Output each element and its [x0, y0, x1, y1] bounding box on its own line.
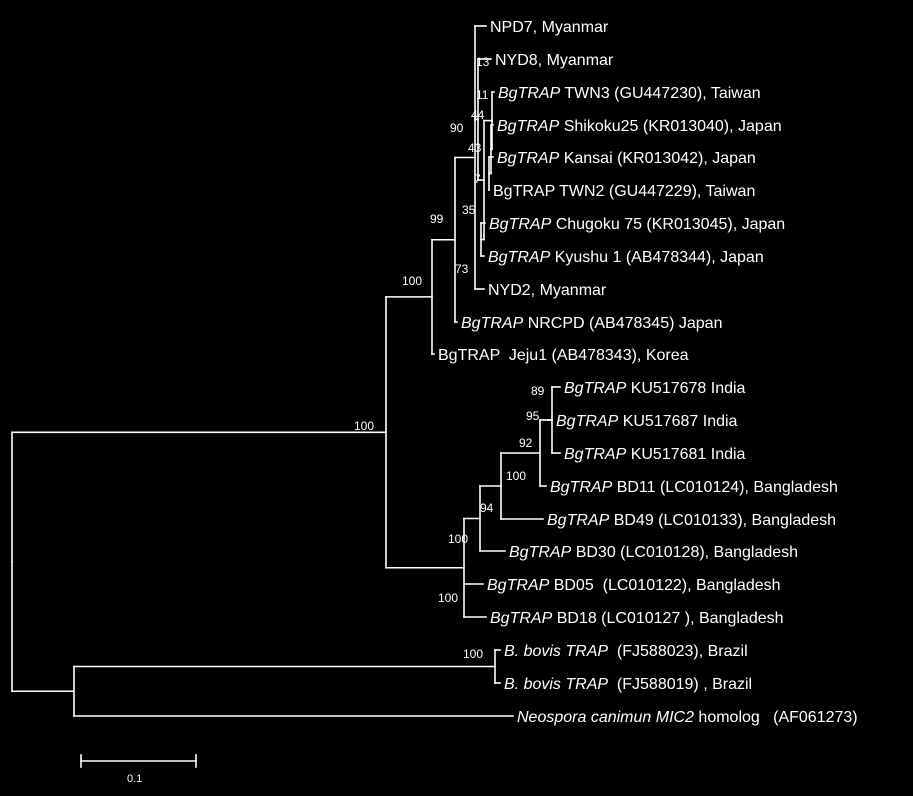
taxon-label-ku517681: BgTRAP KU517681 India [564, 446, 746, 463]
taxon-label-ku517678: BgTRAP KU517678 India [564, 380, 746, 397]
taxon-label-part: BD11 (LC010124), Bangladesh [612, 479, 838, 496]
taxon-label-part: Shikoku25 (KR013040), Japan [559, 118, 781, 135]
taxon-label-part: homolog (AF061273) [694, 709, 858, 726]
taxon-label-part: B. bovis TRAP [504, 676, 608, 693]
taxon-label-nyd2: NYD2, Myanmar [488, 282, 607, 299]
bootstrap-value: 100 [463, 647, 483, 661]
bootstrap-value: 100 [448, 532, 468, 546]
scale-bar-label: 0.1 [127, 773, 142, 785]
taxon-label-kyushu1: BgTRAP Kyushu 1 (AB478344), Japan [488, 249, 764, 266]
taxon-label-bd18: BgTRAP BD18 (LC010127 ), Bangladesh [490, 610, 784, 627]
taxon-label-kansai: BgTRAP Kansai (KR013042), Japan [497, 150, 756, 167]
taxon-label-part: BD30 (LC010128), Bangladesh [571, 544, 798, 561]
taxon-label-part: BD18 (LC010127 ), Bangladesh [552, 610, 783, 627]
taxon-label-part: BgTRAP [461, 315, 524, 332]
taxon-label-part: BgTRAP [509, 544, 572, 561]
taxon-label-neospora: Neospora canimun MIC2 homolog (AF061273) [517, 709, 858, 726]
bootstrap-value: 99 [430, 212, 444, 226]
bootstrap-value: 95 [526, 409, 540, 423]
taxon-label-nyd8: NYD8, Myanmar [495, 52, 614, 69]
taxon-label-part: BD05 (LC010122), Bangladesh [549, 577, 780, 594]
bootstrap-value: 7 [474, 172, 481, 186]
taxon-label-part: BgTRAP [550, 479, 613, 496]
bootstrap-value: 11 [476, 88, 489, 102]
bootstrap-value: 43 [468, 141, 482, 155]
taxon-label-npd7: NPD7, Myanmar [490, 19, 609, 36]
bootstrap-values: 13 11 44 43 7 35 73 90 99 100 89 95 92 100 94 100 100 100… [354, 55, 545, 661]
bootstrap-value: 90 [450, 121, 464, 135]
bootstrap-value: 44 [471, 108, 485, 122]
taxon-label-part: BgTRAP [487, 577, 550, 594]
taxon-label-part: TWN3 (GU447230), Taiwan [560, 85, 760, 102]
bootstrap-value: 73 [455, 262, 469, 276]
taxon-label-twn2: BgTRAP TWN2 (GU447229), Taiwan [493, 183, 755, 200]
taxon-label-part: BgTRAP Jeju1 (AB478343), Korea [438, 347, 689, 364]
taxon-label-part: Kyushu 1 (AB478344), Japan [550, 249, 763, 266]
taxon-label-part: NPD7, Myanmar [490, 19, 609, 36]
taxon-label-part: KU517681 India [626, 446, 745, 463]
bootstrap-value: 92 [519, 436, 533, 450]
taxon-label-part: BgTRAP [564, 380, 627, 397]
taxon-label-part: BgTRAP [489, 216, 552, 233]
bootstrap-value: 13 [476, 55, 490, 69]
scale-bar: 0.1 [80, 754, 197, 785]
taxon-label-bovis1: B. bovis TRAP (FJ588023), Brazil [504, 643, 748, 660]
taxon-label-bd30: BgTRAP BD30 (LC010128), Bangladesh [509, 544, 798, 561]
bootstrap-value: 89 [531, 384, 545, 398]
taxon-label-jeju1: BgTRAP Jeju1 (AB478343), Korea [438, 347, 689, 364]
bootstrap-value: 100 [438, 591, 458, 605]
taxon-label-part: BgTRAP [490, 610, 553, 627]
taxon-label-shikoku25: BgTRAP Shikoku25 (KR013040), Japan [497, 118, 782, 135]
taxon-label-part: KU517678 India [626, 380, 745, 397]
tree-branches [11, 25, 561, 717]
taxon-label-nrcpd: BgTRAP NRCPD (AB478345) Japan [461, 315, 722, 332]
taxon-label-part: B. bovis TRAP [504, 643, 608, 660]
taxon-label-part: NRCPD (AB478345) Japan [523, 315, 722, 332]
taxon-label-part: NYD2, Myanmar [488, 282, 607, 299]
bootstrap-value: 100 [402, 274, 422, 288]
taxon-label-part: (FJ588019) , Brazil [608, 676, 752, 693]
taxon-label-bd49: BgTRAP BD49 (LC010133), Bangladesh [547, 512, 836, 529]
taxon-label-bovis2: B. bovis TRAP (FJ588019) , Brazil [504, 676, 752, 693]
taxon-label-part: BgTRAP [556, 413, 619, 430]
taxon-label-part: BgTRAP [497, 150, 560, 167]
taxon-label-bd05: BgTRAP BD05 (LC010122), Bangladesh [487, 577, 781, 594]
bootstrap-value: 35 [462, 203, 476, 217]
bootstrap-value: 100 [354, 419, 374, 433]
taxon-label-part: BgTRAP TWN2 (GU447229), Taiwan [493, 183, 755, 200]
taxon-label-part: Neospora canimun MIC2 [517, 709, 694, 726]
taxon-label-ku517687: BgTRAP KU517687 India [556, 413, 738, 430]
taxon-label-part: (FJ588023), Brazil [608, 643, 748, 660]
taxon-label-part: BD49 (LC010133), Bangladesh [609, 512, 836, 529]
taxon-label-part: BgTRAP [547, 512, 610, 529]
taxon-label-part: Kansai (KR013042), Japan [559, 150, 756, 167]
taxon-label-part: BgTRAP [564, 446, 627, 463]
bootstrap-value: 94 [480, 501, 494, 515]
taxon-label-twn3: BgTRAP TWN3 (GU447230), Taiwan [498, 85, 761, 102]
taxon-label-part: Chugoku 75 (KR013045), Japan [551, 216, 785, 233]
taxon-label-part: KU517687 India [618, 413, 737, 430]
bootstrap-value: 100 [506, 469, 526, 483]
taxon-label-part: NYD8, Myanmar [495, 52, 614, 69]
taxon-label-bd11: BgTRAP BD11 (LC010124), Bangladesh [550, 479, 838, 496]
taxon-label-part: BgTRAP [498, 85, 561, 102]
taxon-label-part: BgTRAP [488, 249, 551, 266]
taxon-label-chugoku75: BgTRAP Chugoku 75 (KR013045), Japan [489, 216, 785, 233]
taxon-label-part: BgTRAP [497, 118, 560, 135]
